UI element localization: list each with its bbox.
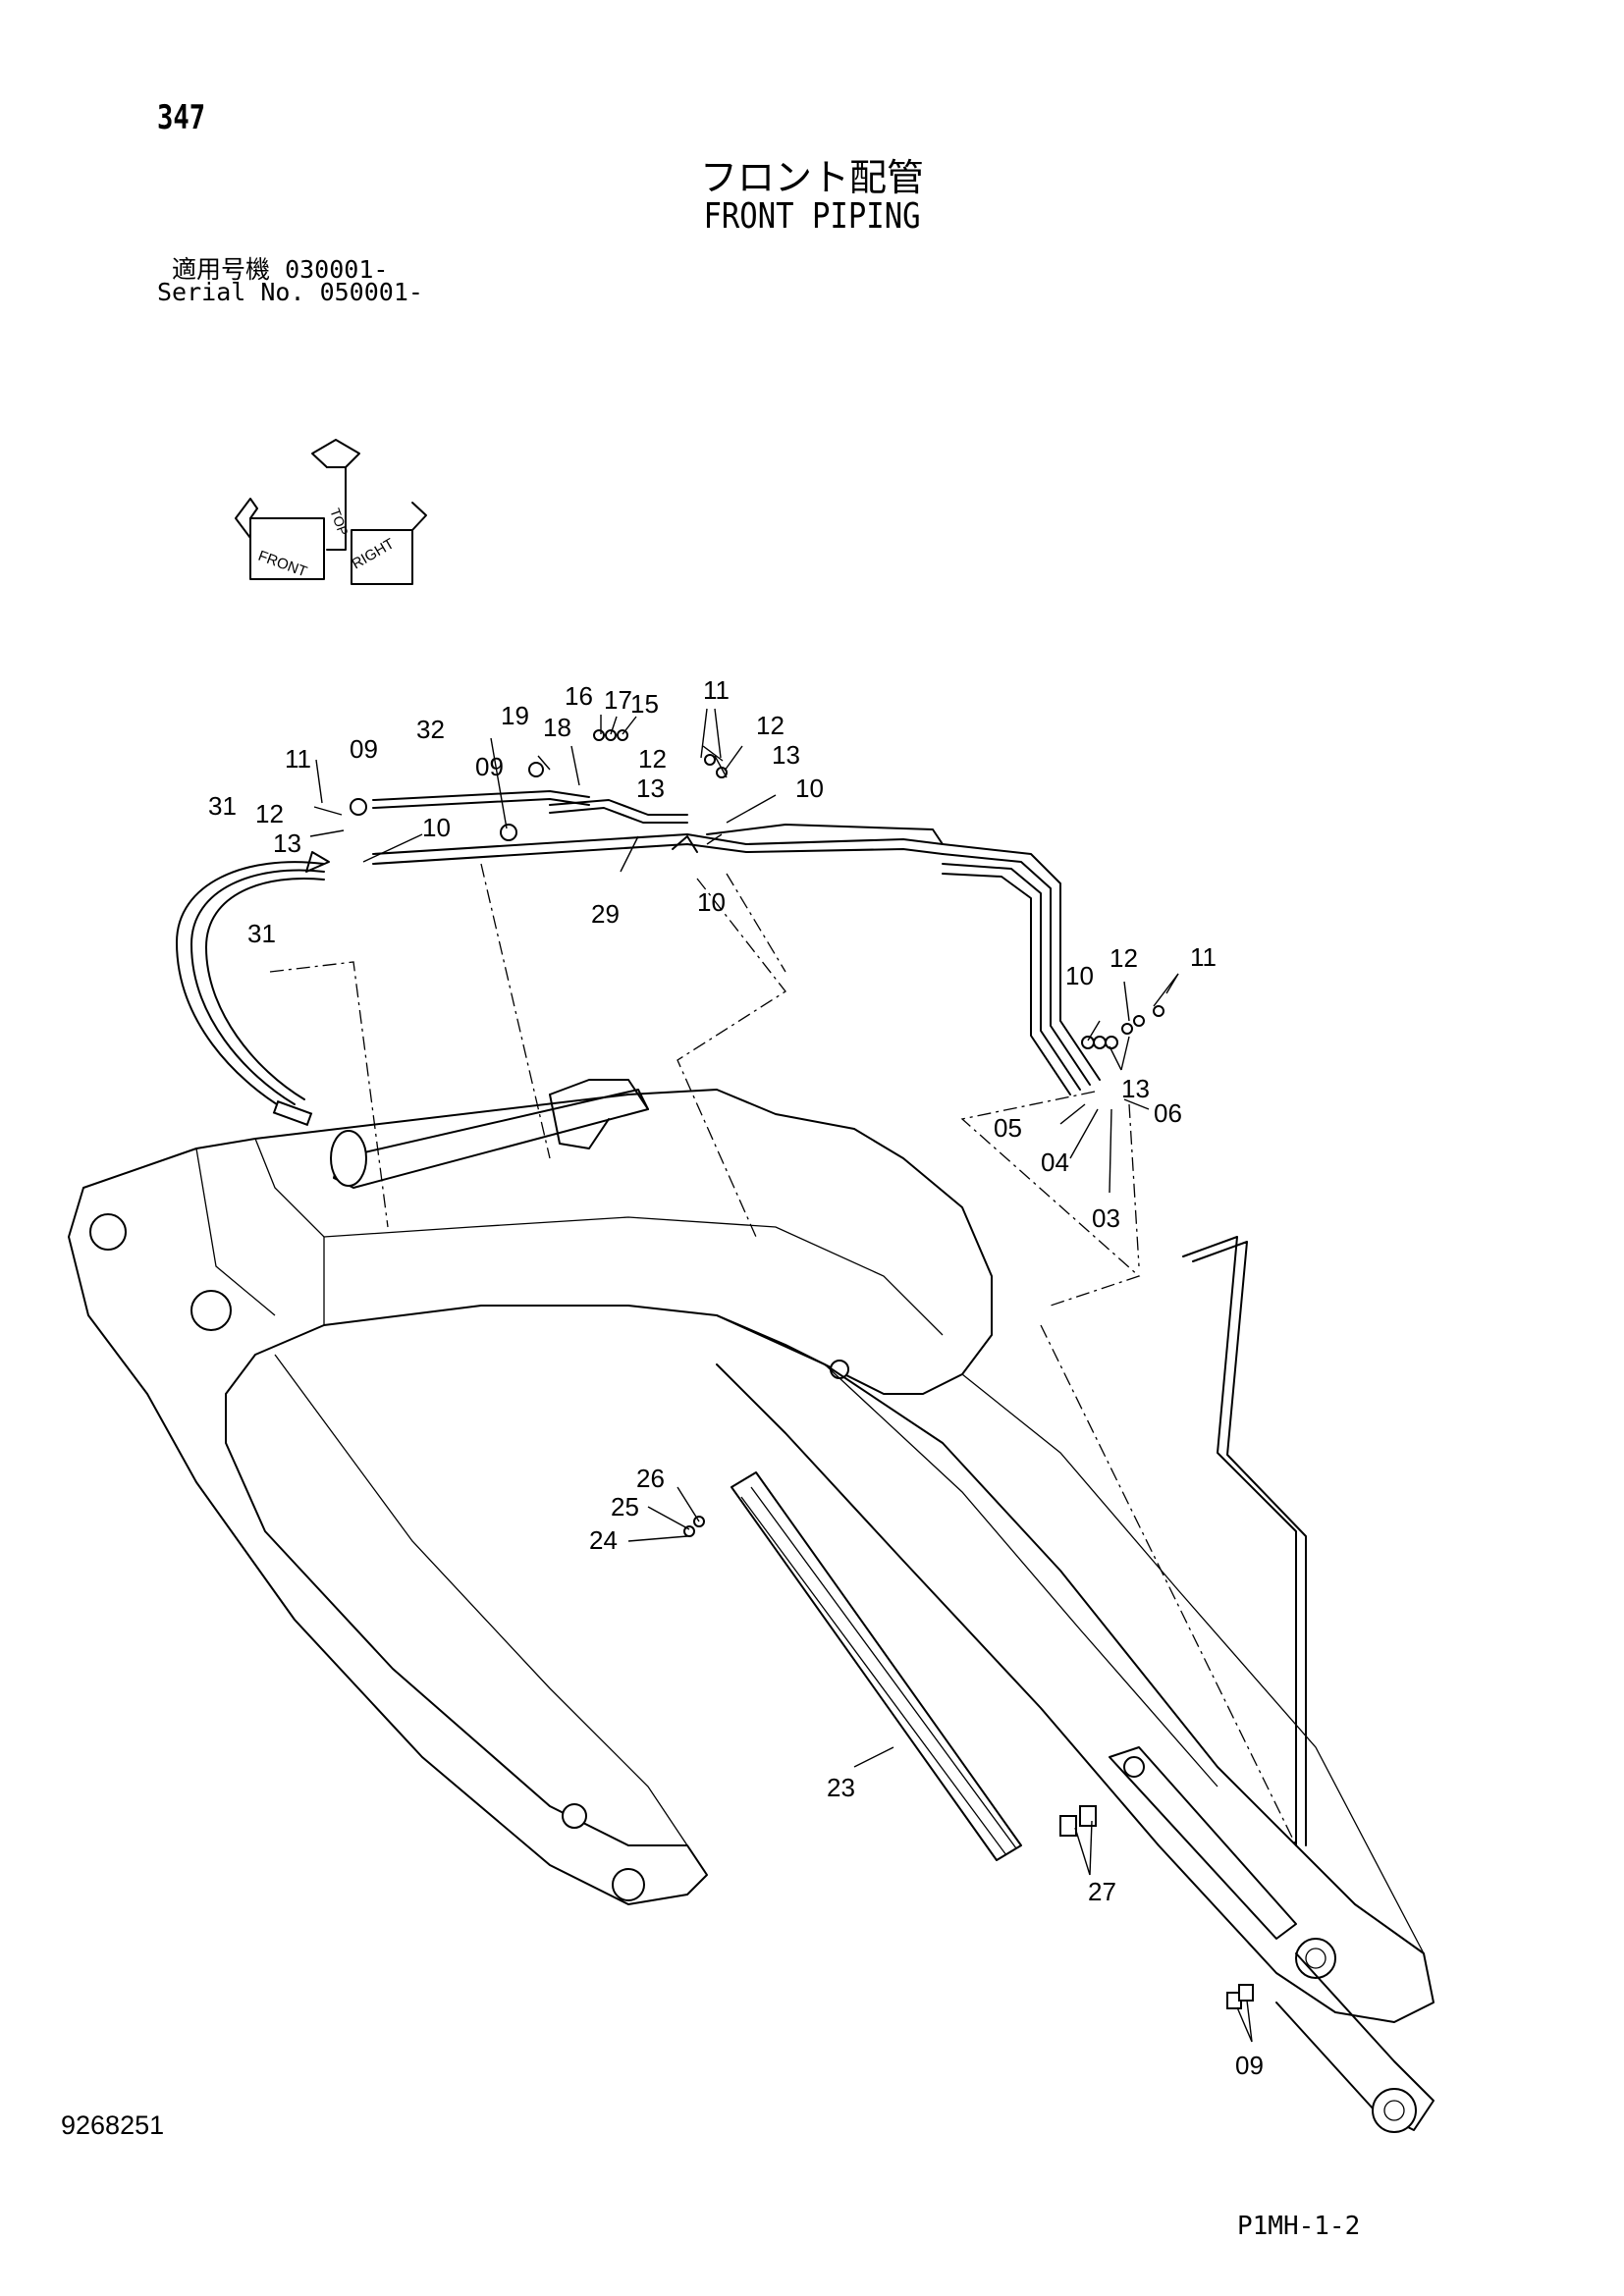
- orient-front-label: FRONT: [256, 548, 309, 581]
- page-title-english: FRONT PIPING: [703, 196, 921, 237]
- callout-23: 23: [827, 1773, 855, 1802]
- callout-12: 12: [255, 799, 284, 828]
- serial-range-japanese: 適用号機 030001-: [172, 250, 388, 286]
- callout-leaders: [309, 708, 1253, 2043]
- callout-11: 11: [285, 744, 311, 774]
- orient-right-label: RIGHT: [350, 535, 398, 572]
- callout-05: 05: [994, 1113, 1022, 1143]
- serial-jp-label: 適用号機: [172, 255, 271, 284]
- callout-12: 12: [1110, 943, 1138, 973]
- page-number: 347: [157, 98, 206, 137]
- callout-12: 12: [638, 744, 667, 774]
- callout-13: 13: [273, 828, 301, 858]
- callout-labels: 16 17 15 11 19 18 12 32 12 13 11 09 09 1…: [208, 675, 1264, 2080]
- callout-19: 19: [501, 701, 529, 730]
- callout-32: 32: [416, 715, 445, 744]
- callout-27: 27: [1088, 1877, 1116, 1906]
- callout-04: 04: [1041, 1148, 1069, 1177]
- callout-03: 03: [1092, 1203, 1120, 1233]
- callout-31: 31: [247, 919, 276, 948]
- figure-code: P1MH-1-2: [1237, 2212, 1361, 2241]
- callout-10: 10: [697, 887, 726, 917]
- orientation-arrows-icon: FRONT TOP RIGHT: [235, 439, 427, 585]
- serial-en-value: 050001-: [319, 278, 423, 306]
- callout-09: 09: [350, 734, 378, 764]
- page-title-japanese: フロント配管: [699, 156, 924, 199]
- callout-13: 13: [1121, 1074, 1150, 1103]
- callout-24: 24: [589, 1525, 618, 1555]
- callout-17: 17: [604, 685, 632, 715]
- serial-range-english: Serial No. 050001-: [157, 278, 423, 306]
- callout-25: 25: [611, 1492, 639, 1522]
- callout-06: 06: [1154, 1098, 1182, 1128]
- cover-plate: [731, 1471, 1022, 1861]
- callout-10: 10: [1065, 961, 1094, 990]
- fittings: [305, 729, 1254, 2009]
- orient-top-label: TOP: [327, 507, 352, 538]
- callout-10: 10: [422, 813, 451, 842]
- callout-31: 31: [208, 791, 237, 821]
- reference-lines: [269, 863, 1297, 1846]
- serial-en-label: Serial No.: [157, 278, 305, 306]
- callout-26: 26: [636, 1464, 665, 1493]
- callout-09: 09: [475, 752, 504, 781]
- callout-10: 10: [795, 774, 824, 803]
- document-number: 9268251: [61, 2110, 165, 2140]
- callout-09: 09: [1235, 2051, 1264, 2080]
- callout-12: 12: [756, 711, 785, 740]
- callout-11: 11: [1190, 942, 1217, 972]
- hydraulic-hoses: [176, 790, 1307, 1846]
- callout-15: 15: [630, 689, 659, 719]
- callout-11: 11: [703, 675, 730, 705]
- callout-29: 29: [591, 899, 620, 929]
- boom-body: [68, 1079, 1435, 2133]
- callout-18: 18: [543, 713, 571, 742]
- serial-jp-value: 030001-: [285, 255, 389, 284]
- callout-13: 13: [636, 774, 665, 803]
- callout-13: 13: [772, 740, 800, 770]
- callout-16: 16: [565, 681, 593, 711]
